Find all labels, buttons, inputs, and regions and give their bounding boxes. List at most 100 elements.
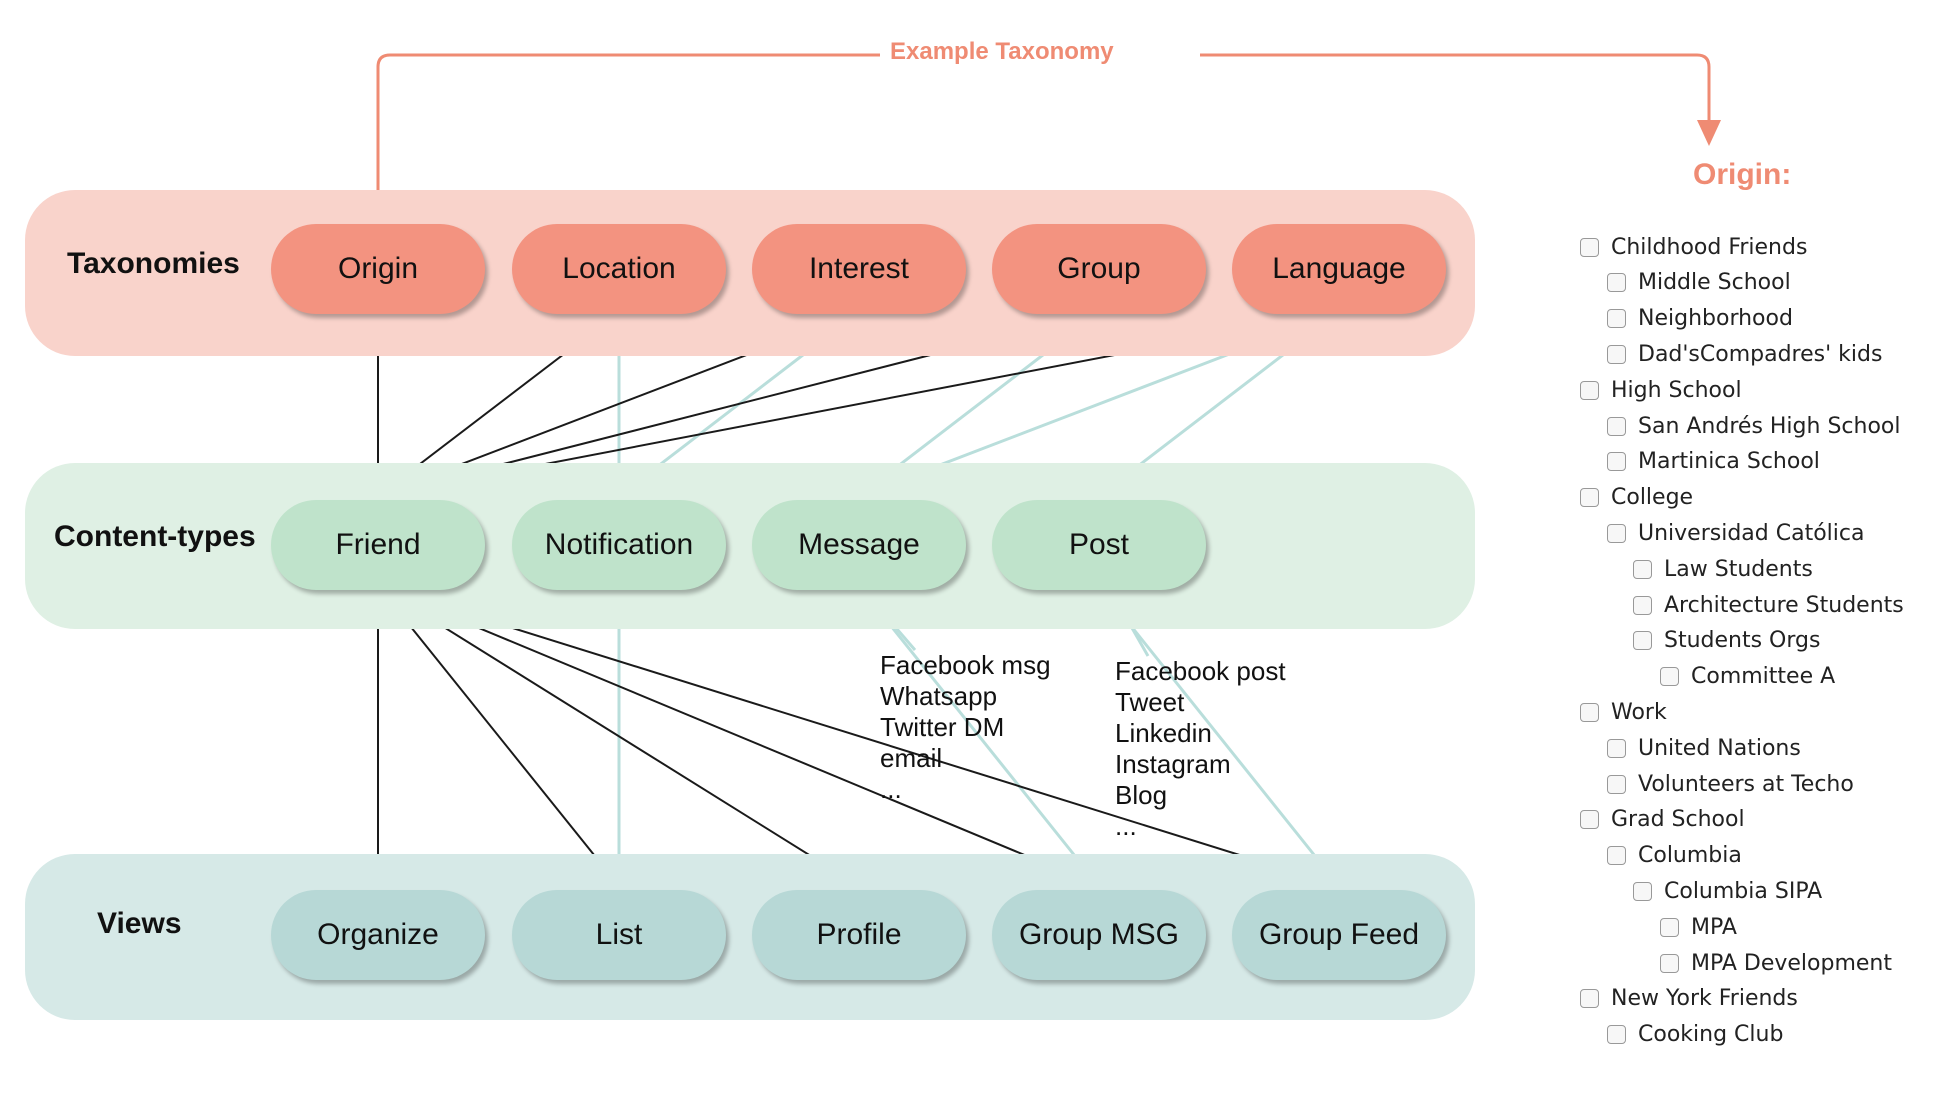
edge-post-to-group-feed (1097, 585, 1341, 887)
edge-friend-to-group-feed (377, 585, 1340, 889)
origin-tree-item-label: Committee A (1691, 664, 1836, 690)
message-example: Facebook msg (880, 650, 1051, 680)
taxonomy-node-interest[interactable]: Interest (752, 224, 966, 314)
origin-tree-item[interactable]: Grad School (1580, 805, 1745, 835)
origin-tree-item[interactable]: Universidad Católica (1607, 518, 1864, 548)
origin-tree-item-label: Middle School (1638, 270, 1791, 296)
checkbox[interactable] (1660, 917, 1679, 937)
checkbox[interactable] (1660, 953, 1679, 973)
post-example: Tweet (1115, 687, 1185, 717)
view-node-group-feed[interactable]: Group Feed (1232, 890, 1446, 980)
origin-tree-item-label: Universidad Católica (1638, 520, 1865, 546)
origin-tree-item[interactable]: Law Students (1633, 554, 1813, 584)
origin-tree-item-label: Grad School (1611, 807, 1745, 833)
content-node-post[interactable]: Post (992, 500, 1206, 590)
origin-tree-item[interactable]: Columbia (1607, 841, 1742, 871)
taxonomy-node-language[interactable]: Language (1232, 224, 1446, 314)
checkbox[interactable] (1580, 810, 1599, 830)
checkbox[interactable] (1607, 309, 1626, 329)
example-taxonomy-bracket-right (1200, 53, 1711, 122)
example-taxonomy-arrowhead (1697, 120, 1721, 146)
checkbox[interactable] (1607, 452, 1626, 472)
origin-tree-item-label: College (1611, 485, 1694, 511)
checkbox[interactable] (1660, 667, 1679, 687)
origin-tree-item-label: New York Friends (1611, 986, 1798, 1012)
origin-tree-item-label: High School (1611, 377, 1742, 403)
example-taxonomy-bracket-left (376, 53, 880, 236)
origin-tree-item[interactable]: College (1580, 483, 1693, 513)
origin-tree-item[interactable]: Students Orgs (1633, 626, 1820, 656)
post-example: Linkedin (1115, 718, 1212, 748)
post-example: Facebook post (1115, 656, 1286, 686)
checkbox[interactable] (1580, 702, 1599, 722)
checkbox[interactable] (1607, 1025, 1626, 1045)
views-label: Views (97, 907, 182, 940)
origin-tree-item[interactable]: Architecture Students (1633, 590, 1904, 620)
view-node-list[interactable]: List (512, 890, 726, 980)
origin-tree-item[interactable]: Neighborhood (1607, 304, 1793, 334)
checkbox[interactable] (1607, 846, 1626, 866)
checkbox[interactable] (1633, 631, 1652, 651)
origin-tree-item[interactable]: Cooking Club (1607, 1020, 1783, 1050)
origin-tree-item-label: MPA (1691, 914, 1737, 940)
origin-tree-item[interactable]: United Nations (1607, 733, 1801, 763)
content-node-friend[interactable]: Friend (271, 500, 485, 590)
checkbox[interactable] (1633, 881, 1652, 901)
origin-tree-item[interactable]: MPA (1660, 912, 1737, 942)
content-node-message[interactable]: Message (752, 500, 966, 590)
origin-tree-item-label: Columbia (1638, 843, 1742, 869)
origin-tree-item[interactable]: MPA Development (1660, 948, 1892, 978)
message-example: Whatsapp (880, 681, 998, 711)
message-example: email (880, 743, 943, 773)
message-examples-list: Facebook msg Whatsapp Twitter DM email .… (880, 650, 1051, 805)
origin-tree-item[interactable]: Childhood Friends (1580, 232, 1807, 262)
origin-tree-item-label: Dad'sCompadres' kids (1638, 341, 1883, 367)
origin-tree-item-label: Law Students (1664, 556, 1813, 582)
origin-tree-item-label: Architecture Students (1664, 592, 1904, 618)
checkbox[interactable] (1607, 416, 1626, 436)
content-types-label: Content-types (54, 520, 256, 553)
taxonomy-node-location[interactable]: Location (512, 224, 726, 314)
origin-tree-item-label: Volunteers at Techo (1638, 771, 1854, 797)
content-node-notification[interactable]: Notification (512, 500, 726, 590)
origin-tree-item[interactable]: New York Friends (1580, 984, 1798, 1014)
checkbox[interactable] (1607, 523, 1626, 543)
origin-tree-item-label: MPA Development (1691, 950, 1892, 976)
checkbox[interactable] (1607, 738, 1626, 758)
origin-tree-item[interactable]: Middle School (1607, 268, 1791, 298)
edge-friend-to-list (377, 585, 620, 887)
checkbox[interactable] (1580, 380, 1599, 400)
origin-tree-item-label: Students Orgs (1664, 628, 1821, 654)
checkbox[interactable] (1580, 237, 1599, 257)
view-node-organize[interactable]: Organize (271, 890, 485, 980)
origin-tree-item[interactable]: Dad'sCompadres' kids (1607, 339, 1882, 369)
checkbox[interactable] (1607, 273, 1626, 293)
post-example: ... (1115, 811, 1137, 841)
taxonomy-node-group[interactable]: Group (992, 224, 1206, 314)
origin-tree-item-label: San Andrés High School (1638, 413, 1901, 439)
origin-tree-item[interactable]: Columbia SIPA (1633, 876, 1822, 906)
taxonomy-node-origin[interactable]: Origin (271, 224, 485, 314)
checkbox[interactable] (1633, 595, 1652, 615)
origin-tree-item[interactable]: San Andrés High School (1607, 411, 1901, 441)
origin-tree-item[interactable]: Committee A (1660, 662, 1835, 692)
view-node-group-msg[interactable]: Group MSG (992, 890, 1206, 980)
edge-message-to-group-msg (857, 585, 1101, 887)
origin-tree-item[interactable]: Work (1580, 697, 1667, 727)
view-node-profile[interactable]: Profile (752, 890, 966, 980)
origin-tree-item-label: Neighborhood (1638, 306, 1793, 332)
checkbox[interactable] (1607, 774, 1626, 794)
origin-tree-item-label: Childhood Friends (1611, 234, 1808, 260)
checkbox[interactable] (1580, 488, 1599, 508)
origin-tree-item[interactable]: Martinica School (1607, 447, 1820, 477)
post-example: Blog (1115, 780, 1168, 810)
origin-tree-item[interactable]: High School (1580, 375, 1742, 405)
checkbox[interactable] (1607, 344, 1626, 364)
example-taxonomy-title: Example Taxonomy (890, 38, 1114, 65)
origin-tree-item[interactable]: Volunteers at Techo (1607, 769, 1854, 799)
edge-friend-to-profile (377, 585, 860, 887)
origin-tree-item-label: United Nations (1638, 735, 1801, 761)
checkbox[interactable] (1633, 559, 1652, 579)
checkbox[interactable] (1580, 989, 1599, 1009)
post-examples-list: Facebook post Tweet Linkedin Instagram B… (1115, 656, 1286, 842)
